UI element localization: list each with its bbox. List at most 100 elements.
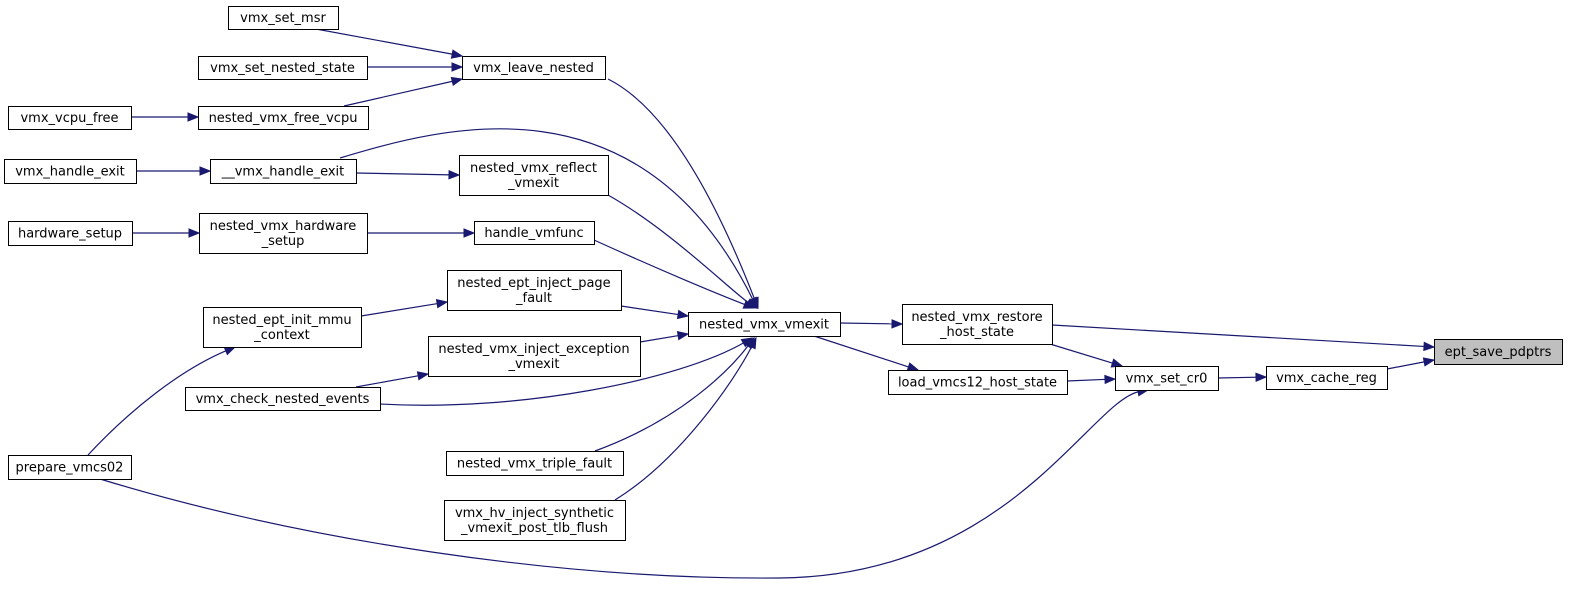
node-box	[198, 106, 369, 130]
node-label: nested_vmx_free_vcpu	[209, 111, 358, 126]
edge-line	[315, 28, 455, 56]
arrow-head-icon	[891, 319, 904, 329]
node-box	[198, 56, 368, 80]
node-nested-vmx-vmexit[interactable]: nested_vmx_vmexit	[688, 312, 841, 337]
node-label: nested_vmx_reflect	[470, 161, 597, 176]
node-label: _vmexit	[507, 357, 559, 372]
node-box	[8, 221, 133, 246]
node-nested-vmx-free-vcpu[interactable]: nested_vmx_free_vcpu	[198, 106, 369, 130]
node-handle-vmfunc[interactable]: handle_vmfunc	[474, 221, 595, 245]
node-label: vmx_leave_nested	[473, 61, 594, 76]
edge-nested_ept_init_mmu_context-to-nested_ept_inject_page_fault	[360, 299, 449, 317]
node-nested-ept-inject-page-fault[interactable]: nested_ept_inject_page_fault	[447, 270, 622, 311]
node-vmx-vcpu-free[interactable]: vmx_vcpu_free	[8, 106, 132, 130]
arrow-head-icon	[450, 49, 464, 59]
node-box	[185, 387, 381, 411]
node-label: _host_state	[939, 325, 1014, 340]
arrow-head-icon	[1110, 358, 1124, 368]
node-vmx-leave-nested[interactable]: vmx_leave_nested	[462, 56, 606, 80]
node-label: _setup	[261, 234, 305, 249]
node-vmx-handle-exit[interactable]: __vmx_handle_exit	[210, 159, 357, 184]
node-label: vmx_set_msr	[240, 11, 326, 26]
edge-line	[1051, 324, 1427, 348]
edge-line	[813, 335, 911, 369]
arrow-head-icon	[676, 309, 690, 320]
arrow-head-icon	[1423, 341, 1436, 352]
node-label: vmx_handle_exit	[15, 165, 125, 180]
edge-vmx_handle_exit-to-__vmx_handle_exit	[136, 166, 212, 176]
arrow-head-icon	[906, 362, 920, 372]
node-vmx-set-msr[interactable]: vmx_set_msr	[228, 6, 339, 30]
node-box	[4, 159, 137, 184]
node-label: nested_vmx_vmexit	[699, 318, 829, 333]
node-label: handle_vmfunc	[484, 226, 583, 241]
node-vmx-check-nested-events[interactable]: vmx_check_nested_events	[185, 387, 381, 411]
edge-vmx_set_msr-to-vmx_leave_nested	[315, 28, 464, 59]
node-box	[446, 451, 624, 476]
node-label: vmx_check_nested_events	[196, 392, 370, 407]
edge-nested_ept_inject_page_fault-to-nested_vmx_vmexit	[620, 305, 690, 320]
node-label: __vmx_handle_exit	[221, 165, 345, 180]
node-box	[1115, 366, 1219, 391]
node-nested-vmx-restore-host-state[interactable]: nested_vmx_restore_host_state	[902, 304, 1053, 345]
node-vmx-handle-exit[interactable]: vmx_handle_exit	[4, 159, 137, 184]
edge-line	[339, 128, 755, 302]
node-vmx-set-nested-state[interactable]: vmx_set_nested_state	[198, 56, 368, 80]
node-label: vmx_set_cr0	[1126, 372, 1208, 387]
node-box	[444, 500, 626, 541]
edge-hardware_setup-to-nested_vmx_hardware_setup	[132, 228, 201, 238]
node-nested-vmx-triple-fault[interactable]: nested_vmx_triple_fault	[446, 451, 624, 476]
node-nested-vmx-hardware-setup[interactable]: nested_vmx_hardware_setup	[199, 213, 368, 254]
node-nested-vmx-inject-exception-vmexit[interactable]: nested_vmx_inject_exception_vmexit	[428, 336, 641, 377]
edge-line	[355, 172, 452, 176]
arrow-head-icon	[676, 331, 690, 341]
node-box	[688, 312, 841, 337]
node-label: vmx_vcpu_free	[20, 111, 118, 126]
node-load-vmcs12-host-state[interactable]: load_vmcs12_host_state	[888, 370, 1068, 395]
edge-vmx_set_cr0-to-vmx_cache_reg	[1217, 372, 1268, 382]
edge-line	[355, 374, 421, 388]
node-box	[8, 106, 132, 130]
node-label: nested_vmx_hardware	[210, 219, 357, 234]
node-label: vmx_hv_inject_synthetic	[455, 506, 614, 521]
node-label: prepare_vmcs02	[16, 461, 124, 476]
node-vmx-set-cr0[interactable]: vmx_set_cr0	[1115, 366, 1219, 391]
edge-nested_vmx_restore_host_state-to-vmx_set_cr0	[1049, 343, 1124, 368]
edge-nested_vmx_inject_exception_vmexit-to-nested_vmx_vmexit	[639, 331, 690, 343]
arrow-head-icon	[448, 170, 461, 180]
edge-line	[607, 194, 750, 304]
node-prepare-vmcs02[interactable]: prepare_vmcs02	[8, 455, 132, 480]
node-nested-ept-init-mmu-context[interactable]: nested_ept_init_mmu_context	[203, 307, 362, 348]
node-box	[210, 159, 357, 184]
node-label: _vmexit	[507, 176, 559, 191]
node-nested-vmx-reflect-vmexit[interactable]: nested_vmx_reflect_vmexit	[459, 155, 609, 196]
node-label: nested_vmx_inject_exception	[438, 342, 629, 357]
arrow-head-icon	[1104, 374, 1117, 385]
arrow-head-icon	[223, 346, 237, 356]
node-vmx-cache-reg[interactable]: vmx_cache_reg	[1266, 366, 1388, 390]
node-hardware-setup[interactable]: hardware_setup	[8, 221, 133, 246]
edge-line	[87, 349, 228, 456]
node-box	[474, 221, 595, 245]
node-ept-save-pdptrs[interactable]: ept_save_pdptrs	[1434, 339, 1563, 365]
arrow-head-icon	[199, 166, 212, 176]
node-label: _context	[253, 328, 310, 343]
nodes-layer: vmx_set_msr vmx_set_nested_state vmx_vcpu_…	[4, 6, 1563, 541]
node-box	[199, 213, 368, 254]
edge-line	[1049, 343, 1115, 365]
node-label: hardware_setup	[18, 227, 122, 242]
edge-__vmx_handle_exit-to-nested_vmx_reflect_vmexit	[355, 170, 461, 180]
node-box	[1266, 366, 1388, 390]
arrow-head-icon	[187, 112, 200, 122]
node-box	[428, 336, 641, 377]
node-box	[888, 370, 1068, 395]
edge-line	[99, 390, 1141, 579]
edge-line	[614, 344, 753, 501]
edge-line	[839, 322, 895, 325]
node-box	[228, 6, 339, 30]
node-box	[1434, 339, 1563, 365]
edge-vmx_cache_reg-to-ept_save_pdptrs	[1386, 357, 1436, 370]
arrow-head-icon	[416, 371, 430, 381]
node-vmx-hv-inject-synthetic-vmexit-post-tlb-flush[interactable]: vmx_hv_inject_synthetic_vmexit_post_tlb_…	[444, 500, 626, 541]
